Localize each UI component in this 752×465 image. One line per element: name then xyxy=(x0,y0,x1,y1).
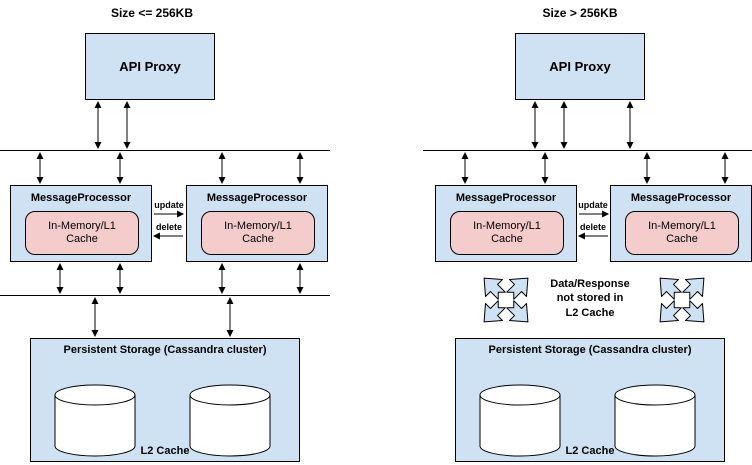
message-processor-box: MessageProcessor In-Memory/L1 Cache xyxy=(435,185,577,262)
right-diagram-title: Size > 256KB xyxy=(542,6,618,20)
l1-cache-box: In-Memory/L1 Cache xyxy=(450,211,564,255)
message-processor-label: MessageProcessor xyxy=(30,192,132,204)
l2-cache-label: L2 Cache xyxy=(140,445,190,457)
delete-label: delete xyxy=(155,222,182,232)
l2-cache-label: L2 Cache xyxy=(565,445,615,457)
blocked-note: Data/Response not stored in L2 Cache xyxy=(550,278,630,319)
l1-cache-box: In-Memory/L1 Cache xyxy=(201,211,315,255)
persistent-storage-title: Persistent Storage (Cassandra cluster) xyxy=(63,344,267,356)
update-label: update xyxy=(578,200,608,210)
left-diagram-title: Size <= 256KB xyxy=(110,6,194,20)
blocked-x-icon xyxy=(659,277,705,323)
api-proxy-box-right: API Proxy xyxy=(515,33,645,100)
delete-label: delete xyxy=(579,222,606,232)
persistent-storage-title: Persistent Storage (Cassandra cluster) xyxy=(488,344,692,356)
blocked-x-icon xyxy=(483,277,529,323)
message-processor-label: MessageProcessor xyxy=(206,192,308,204)
api-proxy-box-left: API Proxy xyxy=(85,33,215,100)
api-proxy-label: API Proxy xyxy=(549,59,611,74)
message-processor-box: MessageProcessor In-Memory/L1 Cache xyxy=(186,185,328,262)
message-processor-box: MessageProcessor In-Memory/L1 Cache xyxy=(10,185,152,262)
update-label: update xyxy=(154,200,184,210)
message-processor-box: MessageProcessor In-Memory/L1 Cache xyxy=(610,185,752,262)
persistent-storage-box-left: Persistent Storage (Cassandra cluster) L… xyxy=(30,338,300,462)
persistent-storage-box-right: Persistent Storage (Cassandra cluster) L… xyxy=(455,338,725,462)
l1-cache-box: In-Memory/L1 Cache xyxy=(25,211,139,255)
message-processor-label: MessageProcessor xyxy=(630,192,732,204)
api-proxy-label: API Proxy xyxy=(119,59,181,74)
message-processor-label: MessageProcessor xyxy=(455,192,557,204)
l1-cache-box: In-Memory/L1 Cache xyxy=(625,211,739,255)
